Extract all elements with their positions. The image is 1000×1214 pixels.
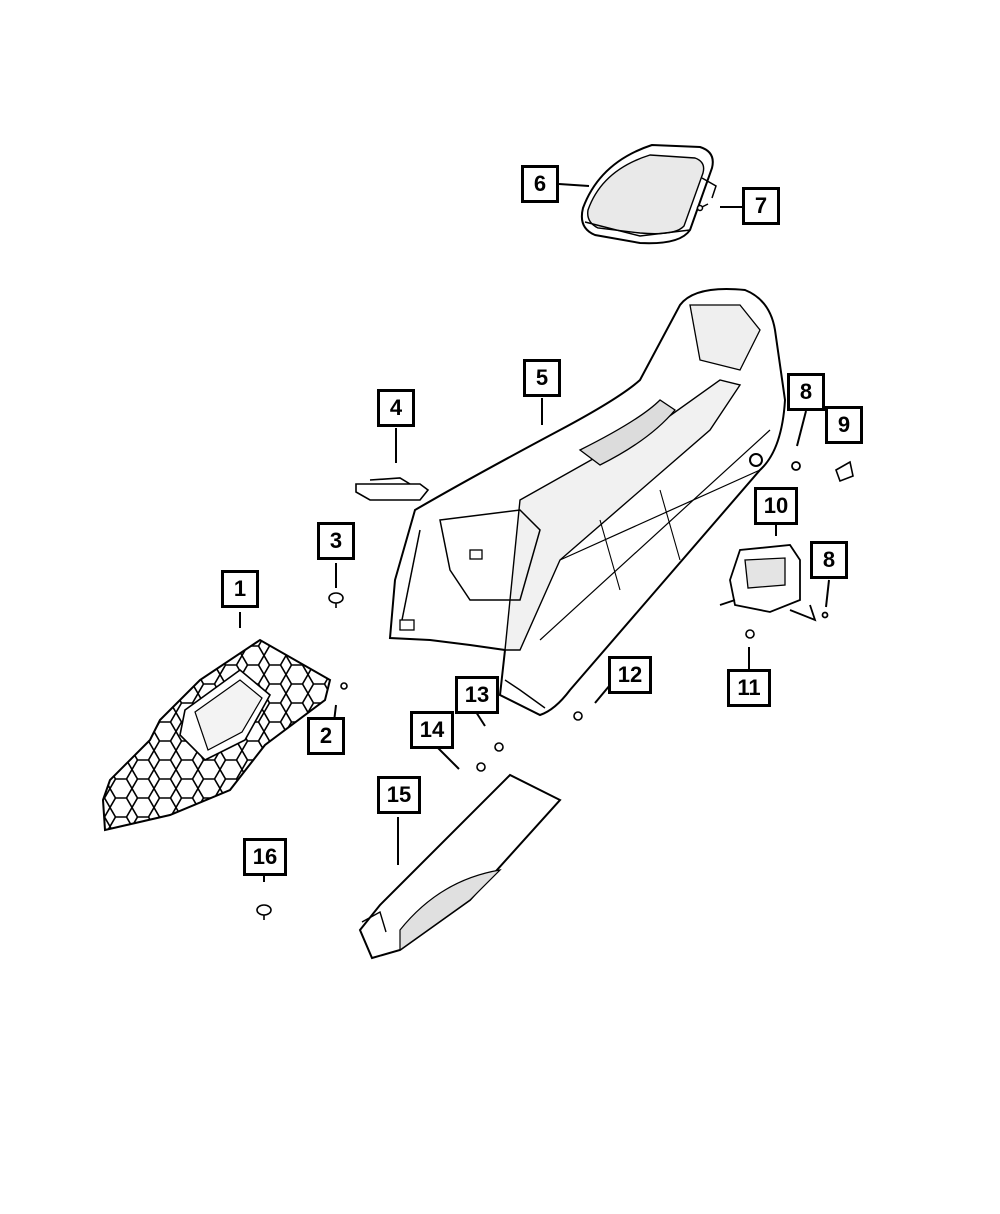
- callout-12[interactable]: 12: [608, 656, 652, 694]
- callout-10[interactable]: 10: [754, 487, 798, 525]
- armrest-lid-icon: [580, 143, 717, 245]
- clip-fastener-icon: [256, 592, 755, 920]
- callout-7[interactable]: 7: [742, 187, 780, 225]
- callout-6[interactable]: 6: [521, 165, 559, 203]
- callout-8a[interactable]: 8: [787, 373, 825, 411]
- callout-2[interactable]: 2: [307, 717, 345, 755]
- end-trim-panel-icon: [358, 773, 562, 960]
- bracket-icon: [355, 477, 430, 501]
- callout-8b[interactable]: 8: [810, 541, 848, 579]
- callout-16[interactable]: 16: [243, 838, 287, 876]
- callout-3[interactable]: 3: [317, 522, 355, 560]
- console-body-icon: [388, 288, 787, 717]
- mount-bracket-icon: [719, 461, 829, 622]
- hex-mesh-panel-icon: [101, 638, 332, 832]
- callout-9[interactable]: 9: [825, 406, 863, 444]
- callout-1[interactable]: 1: [221, 570, 259, 608]
- callout-13[interactable]: 13: [455, 676, 499, 714]
- callout-15[interactable]: 15: [377, 776, 421, 814]
- callout-14[interactable]: 14: [410, 711, 454, 749]
- cap-icon: [835, 460, 854, 483]
- callout-4[interactable]: 4: [377, 389, 415, 427]
- callout-5[interactable]: 5: [523, 359, 561, 397]
- screw-icon: [696, 203, 709, 212]
- callout-11[interactable]: 11: [727, 669, 771, 707]
